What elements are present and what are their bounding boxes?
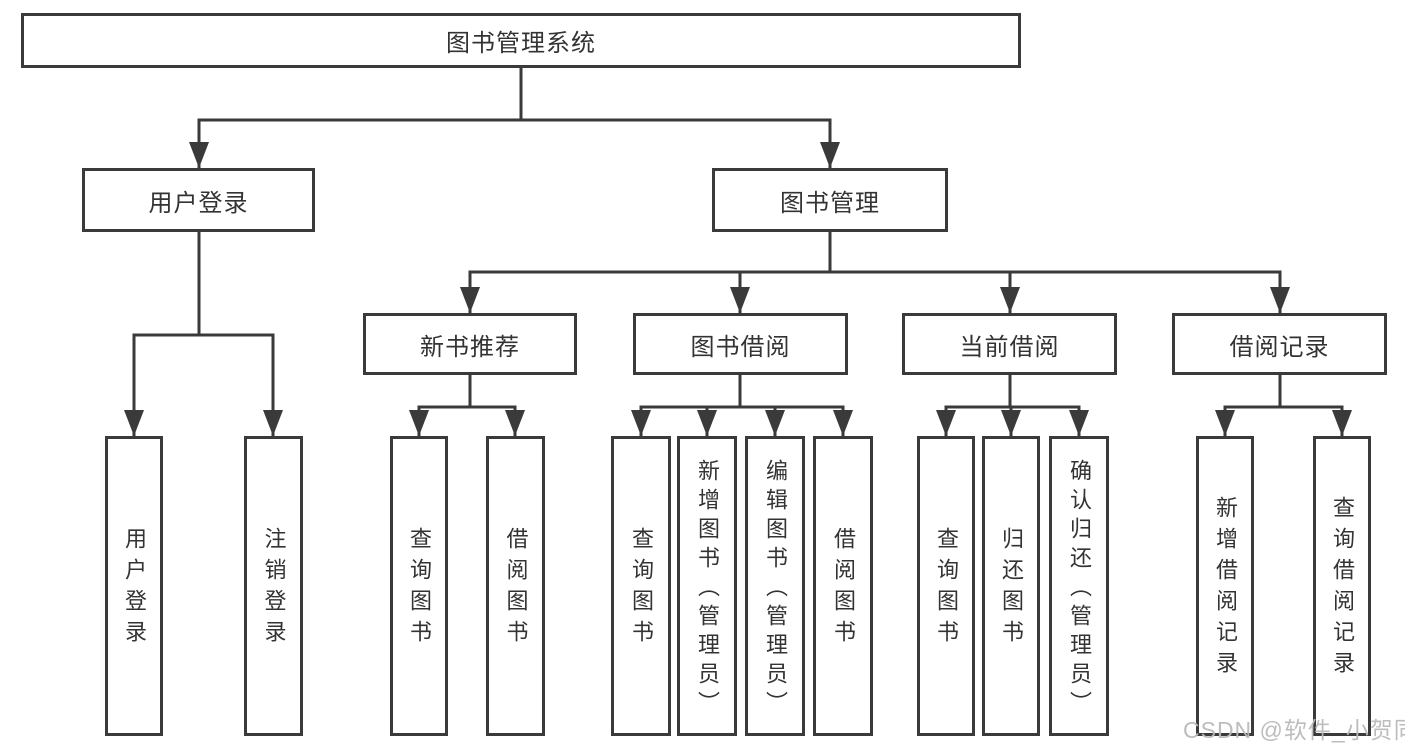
csdn-watermark: CSDN @软件_小贺同学 — [1183, 717, 1405, 743]
leaf-add-borrow-record: 新增借阅记录 — [1196, 436, 1254, 736]
node-current-borrowing: 当前借阅 — [902, 313, 1117, 375]
leaf-borrow-books-recommend: 借阅图书 — [486, 436, 545, 736]
tree-edges — [132, 68, 1344, 436]
node-book-borrowing: 图书借阅 — [633, 313, 848, 375]
leaf-return-books: 归还图书 — [982, 436, 1040, 736]
arrowheads — [124, 142, 1352, 436]
node-user-login: 用户登录 — [82, 168, 315, 232]
leaf-query-borrow-record: 查询借阅记录 — [1313, 436, 1371, 736]
leaf-user-login: 用户登录 — [105, 436, 163, 736]
node-new-book-recommendation: 新书推荐 — [363, 313, 577, 375]
leaf-query-books-recommend: 查询图书 — [390, 436, 448, 736]
leaf-borrow-books: 借阅图书 — [813, 436, 873, 736]
leaf-confirm-return-admin: 确认归还（管理员） — [1049, 436, 1109, 736]
leaf-edit-books-admin: 编辑图书（管理员） — [745, 436, 805, 736]
node-book-management: 图书管理 — [712, 168, 948, 232]
leaf-query-books-borrow: 查询图书 — [611, 436, 671, 736]
node-root-system: 图书管理系统 — [21, 13, 1021, 68]
leaf-add-books-admin: 新增图书（管理员） — [677, 436, 737, 736]
node-borrowing-records: 借阅记录 — [1172, 313, 1387, 375]
leaf-logout: 注销登录 — [244, 436, 303, 736]
leaf-query-books-current: 查询图书 — [917, 436, 975, 736]
